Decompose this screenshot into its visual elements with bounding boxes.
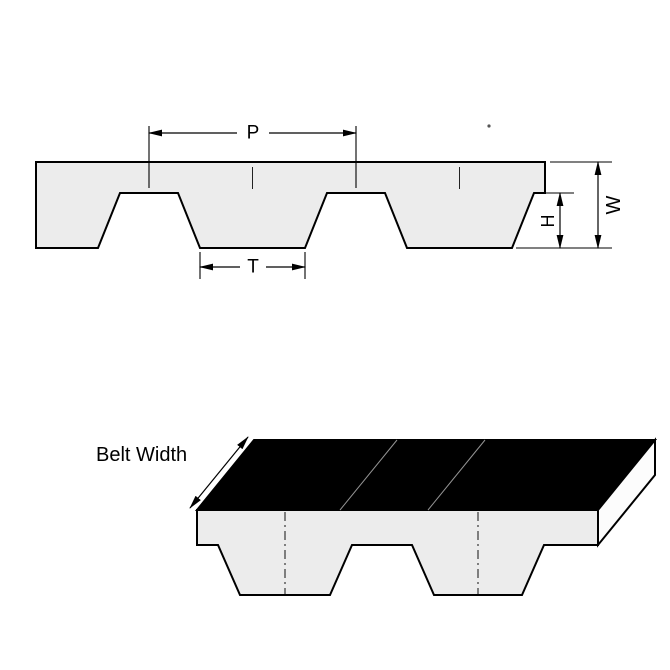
- tooth-width-label: T: [247, 257, 259, 278]
- tooth-height-label: H: [538, 215, 558, 228]
- stray-mark: [487, 124, 491, 128]
- top-surface-line-1: [339, 439, 398, 511]
- belt-width-label: Belt Width: [96, 444, 187, 466]
- cross-section-view: P T H W: [35, 123, 625, 279]
- top-surface-line-2: [427, 439, 486, 511]
- belt-top-surface: [194, 439, 658, 511]
- belt-front-face: [196, 509, 599, 596]
- belt-thickness-label: W: [603, 195, 625, 214]
- belt-width-arrow: [189, 436, 249, 509]
- pitch-label: P: [247, 123, 260, 144]
- belt-end-face: [597, 437, 656, 548]
- perspective-view: Belt Width: [96, 436, 658, 596]
- belt-profile: [35, 161, 546, 249]
